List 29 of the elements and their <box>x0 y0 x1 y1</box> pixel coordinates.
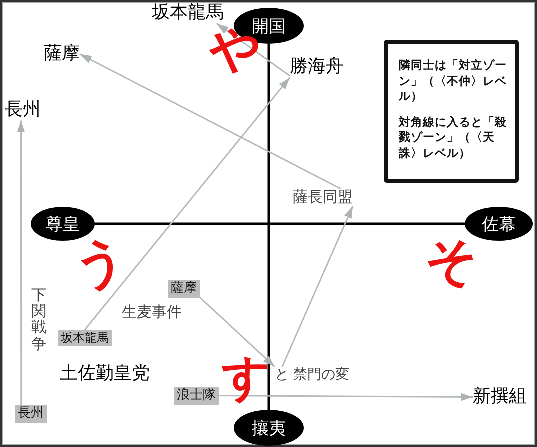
event-label: と 禁門の変 <box>275 367 350 384</box>
name-tag: 坂本龍馬 <box>58 330 112 346</box>
quadrant-letter: う <box>74 238 127 290</box>
name-label: 新撰組 <box>473 387 527 408</box>
arrow <box>17 120 26 405</box>
arrow <box>80 54 342 190</box>
arrow <box>216 23 290 77</box>
name-label: 土佐勤皇党 <box>60 364 150 385</box>
note-box <box>384 40 519 183</box>
name-label: 長州 <box>5 100 41 121</box>
event-label: 薩長同盟 <box>293 189 353 206</box>
note-text: 隣同士は「対立ゾーン」（〈不仲〉レベル） <box>399 58 508 105</box>
quadrant-letter: す <box>222 354 271 402</box>
name-label: 坂本龍馬 <box>152 3 224 24</box>
edge-label: 生麦事件 <box>122 304 182 322</box>
name-label: 勝海舟 <box>290 57 344 78</box>
name-tag: 長州 <box>15 405 47 423</box>
edge-label: 下関戦争 <box>31 287 47 352</box>
arrow <box>200 297 276 368</box>
name-tag: 浪士隊 <box>174 387 219 405</box>
ellipse-label: 攘夷 <box>234 410 304 446</box>
note-text: 対角線に入ると「殺戮ゾーン」（〈天誅〉レベル） <box>399 114 508 162</box>
name-tag: 薩摩 <box>168 280 200 298</box>
ellipse-label: 尊皇 <box>31 207 95 241</box>
arrow <box>84 77 291 330</box>
name-label: 薩摩 <box>44 44 80 65</box>
ellipse-label: 佐幕 <box>465 207 533 241</box>
arrow <box>219 393 473 402</box>
arrow <box>282 206 354 368</box>
